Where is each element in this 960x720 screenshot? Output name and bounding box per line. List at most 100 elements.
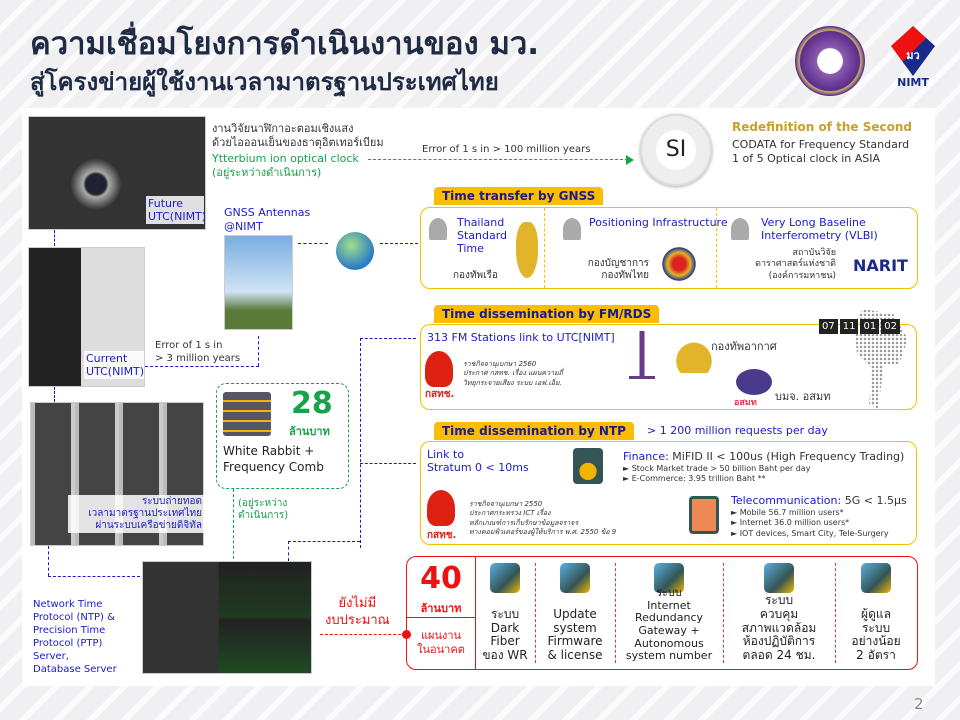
wr-amount: 28: [291, 386, 333, 421]
server-rack-icon: [223, 392, 271, 436]
current-error: Error of 1 s in> 3 million years: [155, 340, 241, 364]
white-rabbit-box: 28 ล้านบาท White Rabbit +Frequency Comb: [216, 383, 349, 489]
divider: [535, 563, 536, 663]
gnss-positioning: Positioning Infrastructure: [589, 216, 728, 229]
optical-error: Error of 1 s in > 100 million years: [422, 144, 591, 155]
gnss-thailand-standard-time: Thailand Standard Time: [457, 216, 508, 256]
garuda-emblem-icon: [425, 351, 453, 387]
future-item-text: ระบบ: [656, 586, 682, 600]
page-subtitle: สู่โครงข่ายผู้ใช้งานเวลามาตรฐานประเทศไทย: [30, 68, 499, 96]
finance: Finance: MiFID II < 100us (High Frequenc…: [623, 450, 905, 463]
future-item-text: Fiber: [490, 634, 520, 649]
armed-forces-emblem-icon: [653, 244, 705, 284]
future-item-text: ระบบ: [764, 593, 794, 608]
gnss-vlbi: Very Long Baseline Interferometry (VLBI): [761, 216, 878, 243]
future-item-text: system number: [625, 649, 713, 663]
finance-bullets: ► Stock Market trade > 50 billion Baht p…: [623, 464, 811, 484]
mw-logo: มว NIMT: [884, 26, 942, 96]
mcot-logo-text: อสมท: [734, 398, 757, 408]
arrow: [258, 336, 259, 366]
nbtc-logo: กสทช.: [425, 389, 455, 400]
future-item: ระบบควบคุมสภาพแวดล้อมห้องปฏิบัติการตลอด …: [723, 557, 835, 669]
wr-title: White Rabbit +Frequency Comb: [223, 444, 324, 474]
future-item-text: ระบบ: [490, 606, 520, 621]
connector: [360, 338, 361, 548]
connector: [288, 541, 360, 542]
arrow: [145, 366, 259, 367]
arrow: [54, 230, 55, 246]
fm-stations: 313 FM Stations link to UTC[NIMT]: [427, 331, 615, 344]
firmware-update-icon: [560, 563, 590, 593]
connector: [233, 489, 234, 564]
network-gateway-icon: [654, 563, 684, 593]
future-item-text: ของ WR: [482, 648, 528, 663]
connector: [320, 634, 406, 635]
environment-control-icon: [764, 563, 794, 593]
future-item-text: ผู้ดูแล: [861, 606, 891, 621]
future-item-text: Update: [553, 606, 597, 621]
arrow: [360, 338, 416, 339]
connector: [48, 546, 49, 576]
wr-status: (อยู่ระหว่างดำเนินการ): [238, 498, 289, 521]
page-number: 2: [914, 695, 924, 713]
future-item-text: ควบคุม: [759, 606, 799, 621]
future-item-text: system: [553, 620, 597, 635]
arrow: [298, 243, 328, 244]
telecom: Telecommunication: 5G < 1.5μs: [731, 494, 907, 507]
future-item-text: สภาพแวดล้อม: [741, 620, 817, 635]
gnss-box: Thailand Standard Time กองทัพเรือ Positi…: [420, 207, 918, 289]
dish-icon: [731, 218, 749, 240]
gnss-antenna-photo: [224, 235, 293, 330]
si-logo: SI: [640, 114, 712, 186]
nbtc-logo: กสทช.: [427, 530, 457, 541]
future-utc-label: Future UTC(NIMT): [146, 196, 207, 225]
wr-unit: ล้านบาท: [289, 425, 330, 438]
future-item-text: 2 อัตรา: [856, 648, 896, 663]
no-budget-label: ยังไม่มีงบประมาณ: [325, 596, 390, 628]
admin-staff-icon: [861, 563, 891, 593]
nimt-logo: [795, 26, 865, 96]
fm-box: 313 FM Stations link to UTC[NIMT] กสทช. …: [420, 309, 917, 410]
gnss-org: กองทัพเรือ: [453, 270, 498, 281]
arrow: [360, 463, 416, 464]
divider: [615, 563, 616, 663]
dish-icon: [563, 218, 581, 240]
ntp-requests: > 1 200 million requests per day: [647, 424, 828, 437]
gnss-antenna-label: GNSS Antennas@NIMT: [224, 206, 311, 234]
future-plan-label: แผนงานในอนาคต: [417, 629, 465, 657]
gnss-tab: Time transfer by GNSS: [434, 187, 604, 205]
optical-desc: งานวิจัยนาฬิกาอะตอมเชิงแสงด้วยไอออนเย็นข…: [212, 122, 384, 149]
future-item-text: & license: [547, 648, 603, 663]
dish-icon: [429, 218, 447, 240]
ntp-tab: Time dissemination by NTP: [434, 422, 634, 440]
server-room-photo: [142, 561, 312, 674]
future-item-text: ห้องปฏิบัติการ: [742, 634, 816, 649]
future-item-text: ตลอด 24 ชม.: [742, 648, 816, 663]
arrow: [54, 387, 55, 402]
arrow: [380, 243, 418, 244]
telecom-phone-icon: [689, 496, 719, 534]
connector: [288, 541, 289, 561]
mcot-logo-icon: [736, 369, 772, 395]
arrow-head: [626, 155, 634, 165]
gnss-org: กองบัญชาการ กองทัพไทย: [587, 258, 649, 281]
future-item-text: Dark: [490, 620, 520, 635]
future-item-text: Autonomous: [634, 636, 704, 650]
future-item-text: Firmware: [547, 634, 603, 649]
satellite-globe-icon: [336, 232, 374, 270]
gnss-org: สถาบันวิจัยดาราศาสตร์แห่งชาติ(องค์การมหา…: [755, 248, 836, 281]
future-item-text: Gateway +: [638, 624, 700, 638]
future-item-text: อย่างน้อย: [851, 634, 901, 649]
future-item-text: ระบบ: [861, 620, 891, 635]
current-utc-label: Current UTC(NIMT): [84, 351, 145, 380]
arrow: [48, 576, 140, 577]
garuda-emblem-icon: [427, 490, 455, 526]
